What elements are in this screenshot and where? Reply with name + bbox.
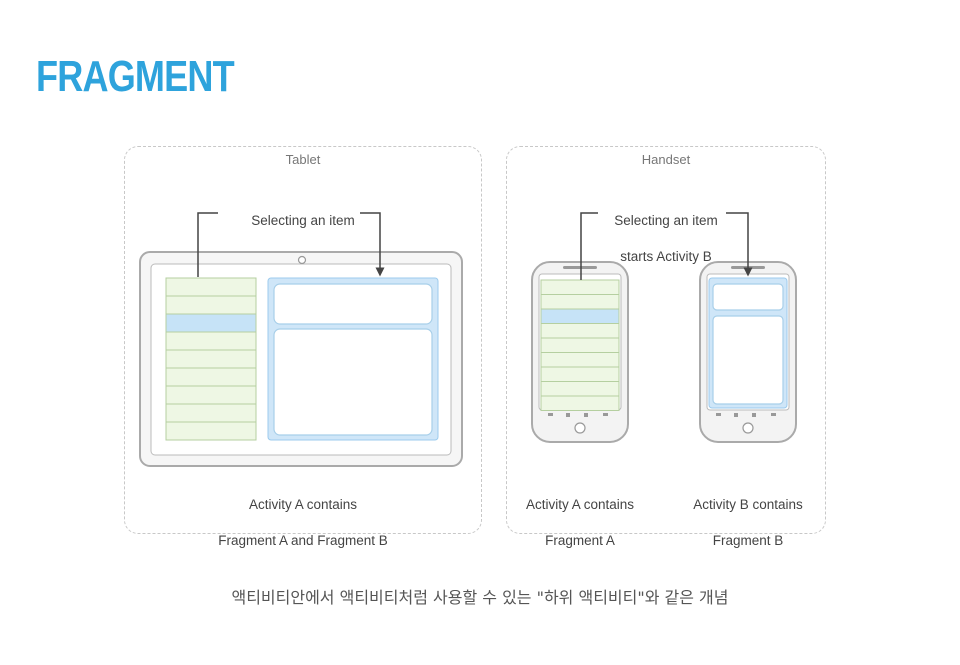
tablet-fragment-b [267, 277, 439, 441]
tablet-caption: Activity A contains Fragment A and Fragm… [124, 478, 482, 568]
slide-title: FRAGMENT [36, 52, 235, 101]
handset-callout-arrows [580, 212, 753, 280]
handset-a-home-icon [574, 422, 586, 434]
handset-a-caption-line2: Fragment A [545, 533, 615, 548]
handset-b-home-icon [742, 422, 754, 434]
handset-label: Handset [641, 152, 691, 167]
handset-b-fragment-b [708, 277, 788, 409]
handset-b-caption: Activity B contains Fragment B [668, 478, 828, 568]
tablet-callout-line1: Selecting an item [251, 213, 355, 228]
handset-callout: Selecting an item starts Activity B [506, 194, 826, 284]
handset-callout-line2: starts Activity B [620, 249, 712, 264]
handset-callout-line1: Selecting an item [614, 213, 718, 228]
handset-a-caption: Activity A contains Fragment A [500, 478, 660, 568]
tablet-panel [124, 146, 482, 534]
footer-note: 액티비티안에서 액티비티처럼 사용할 수 있는 "하위 액티비티"와 같은 개념 [231, 588, 729, 607]
tablet-caption-line2: Fragment A and Fragment B [218, 533, 388, 548]
handset-a-fragment-a [540, 279, 620, 411]
tablet-fragment-a [165, 277, 257, 441]
handset-b-caption-line1: Activity B contains [693, 497, 803, 512]
handset-a-caption-line1: Activity A contains [525, 497, 635, 512]
tablet-camera-icon [297, 255, 307, 265]
list-item [165, 421, 257, 441]
list-item-selected [540, 308, 620, 324]
fragment-a-background [540, 279, 620, 411]
fragment-a-background [165, 277, 257, 441]
handset-panel [506, 146, 826, 534]
tablet-label: Tablet [285, 152, 321, 167]
list-item-selected [165, 313, 257, 333]
tablet-callout-arrows [197, 212, 385, 277]
list-item [540, 395, 620, 411]
tablet-caption-line1: Activity A contains [248, 497, 358, 512]
handset-b-caption-line2: Fragment B [712, 533, 784, 548]
handset-a-nav-icons [548, 413, 608, 417]
handset-b-nav-icons [716, 413, 776, 417]
